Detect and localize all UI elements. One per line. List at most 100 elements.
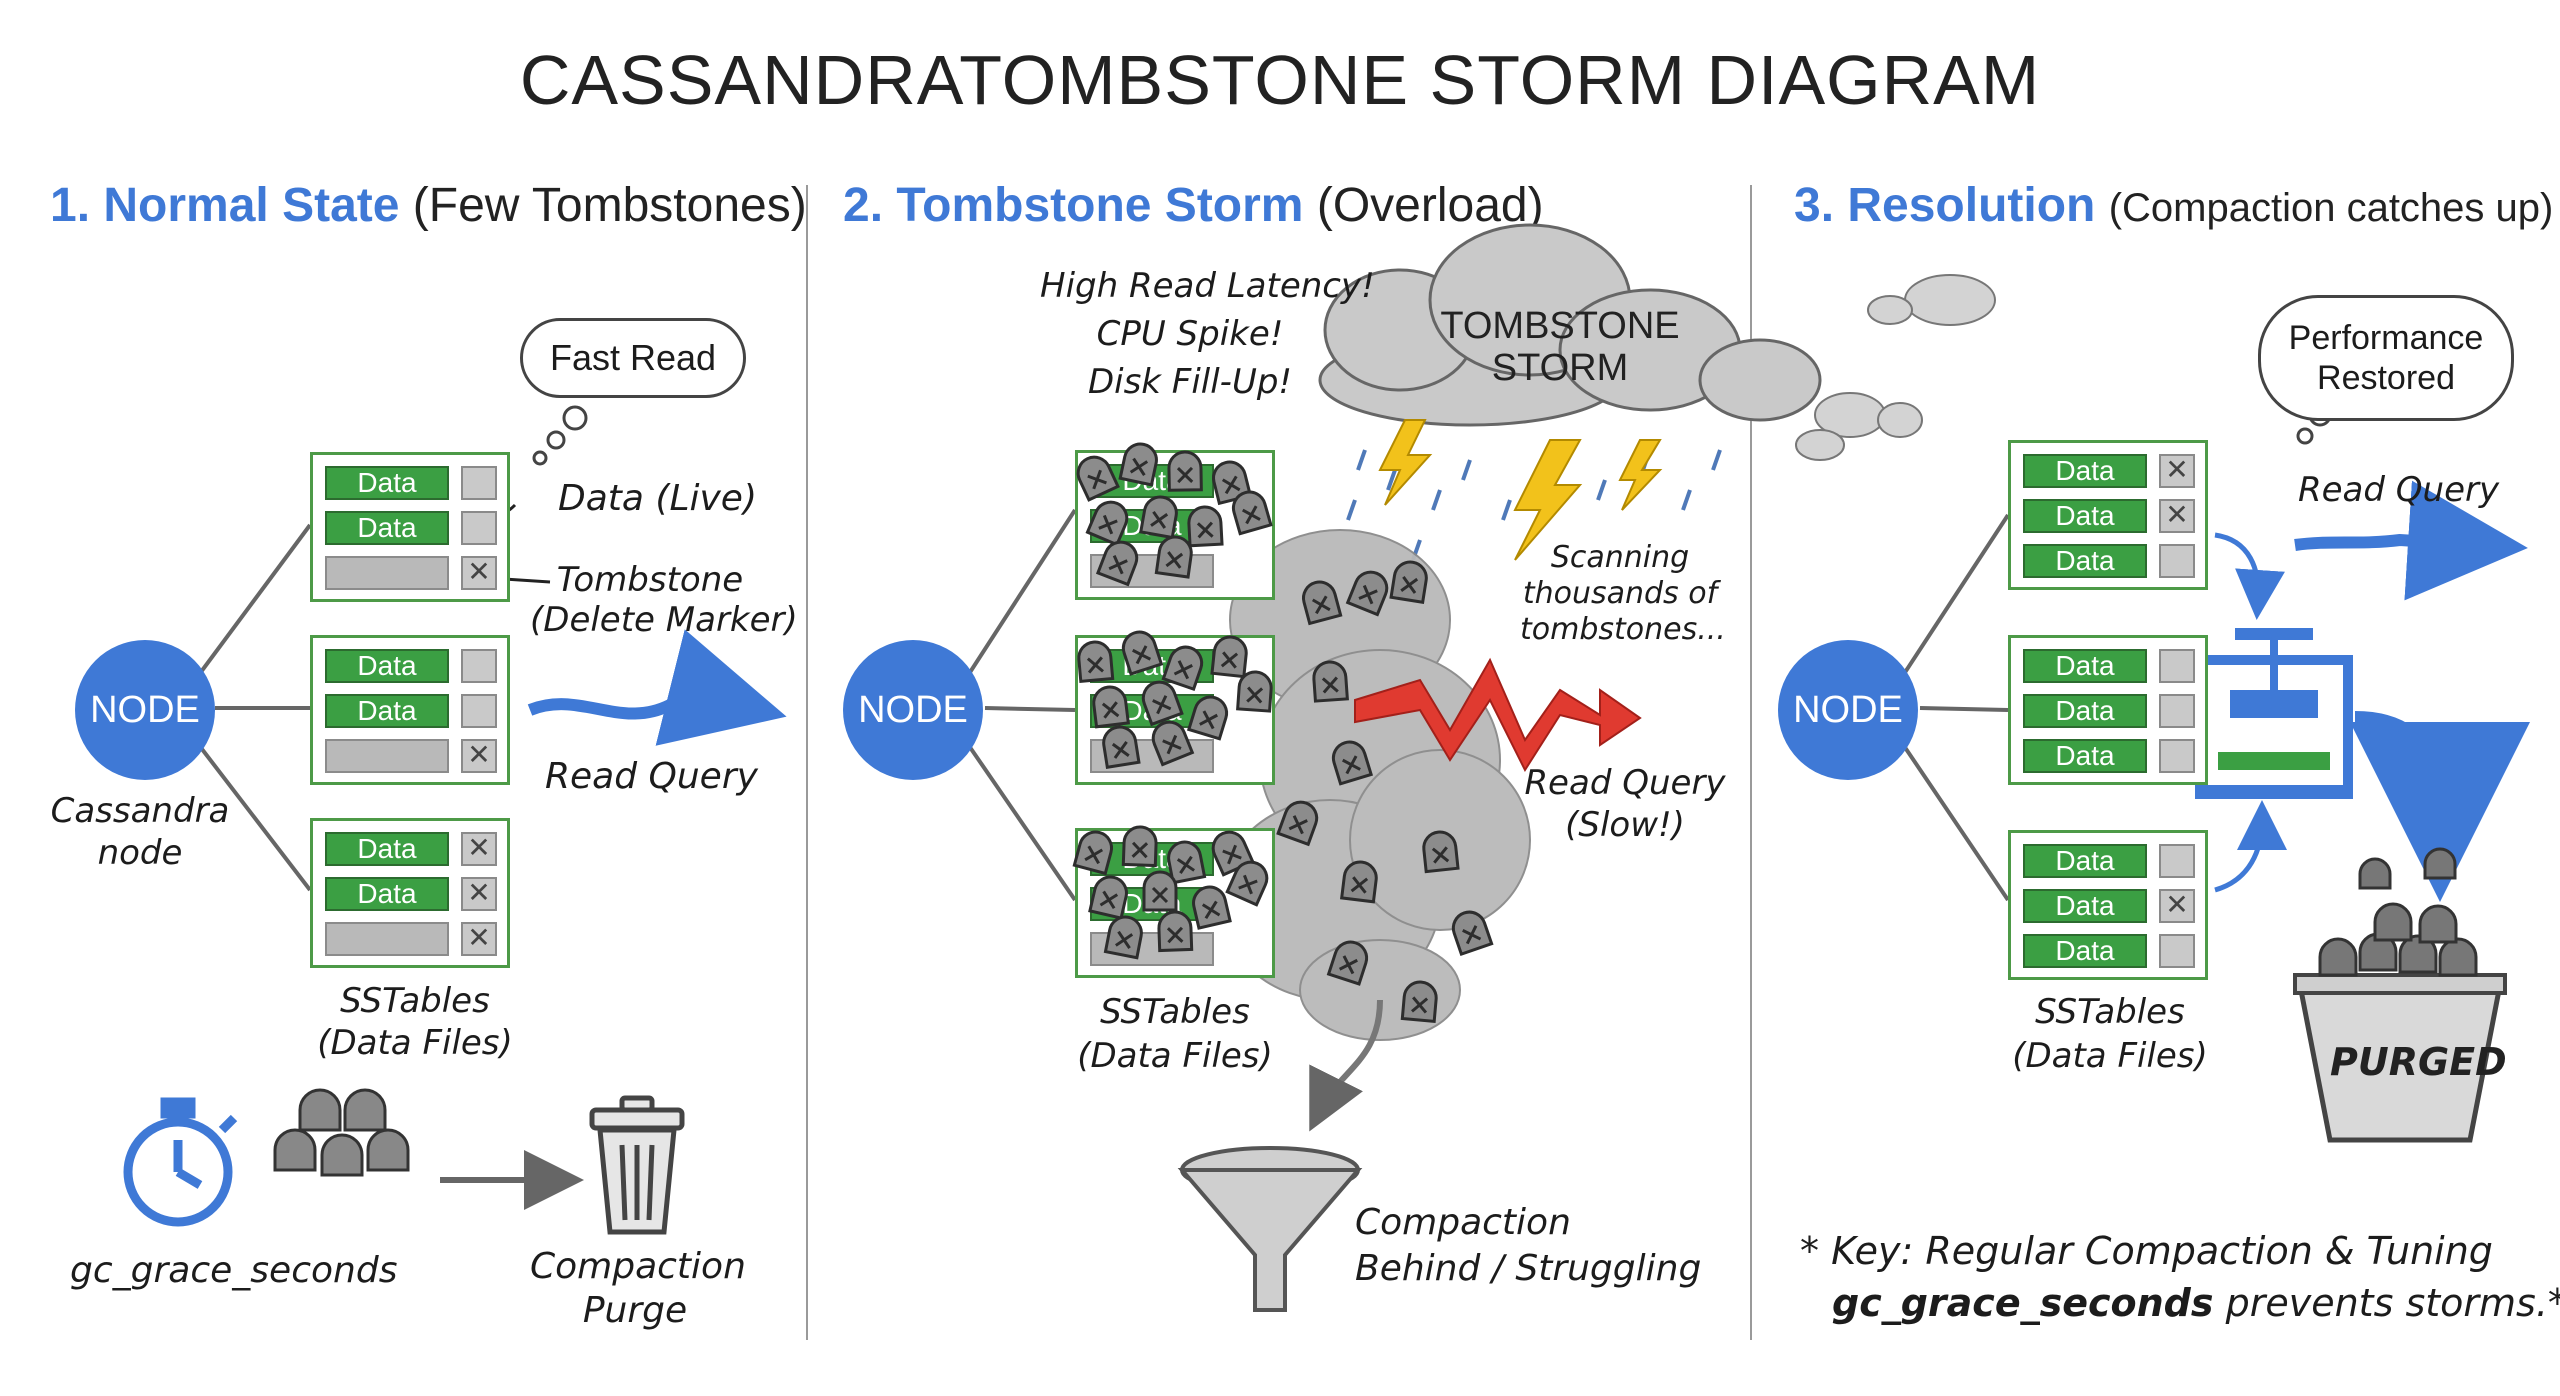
stopwatch-icon (123, 1097, 238, 1227)
row-status-box (2159, 544, 2195, 578)
tombstone-icon (1312, 660, 1349, 703)
compaction-press-icon (2195, 628, 2353, 799)
scanning-line3: tombstones... (1520, 612, 1726, 647)
tombstone-x-icon: ✕ (2159, 889, 2195, 923)
tombstone-icon (1139, 495, 1178, 540)
row-status-box (2159, 934, 2195, 968)
storm-cloud-line1: TOMBSTONE (1440, 305, 1680, 347)
tombstone-icon (1141, 680, 1184, 727)
tombstone-x-icon: ✕ (461, 739, 497, 773)
node-label: NODE (90, 688, 200, 731)
sstables-caption-resolved: SSTables (Data Files) (1995, 990, 2225, 1078)
tombstone-icon (1118, 442, 1158, 487)
tombstone-icon (1085, 500, 1129, 547)
slow-read-line2: (Slow!) (1565, 805, 1685, 845)
alert-cpu-spike: CPU Spike! (1096, 314, 1284, 354)
funnel-flow-arrow (1309, 999, 1383, 1132)
tombstone-icon (1167, 840, 1207, 885)
compaction-purge-line2: Purge (582, 1290, 688, 1331)
node-label: NODE (1793, 688, 1903, 731)
tombstone-x-icon: ✕ (461, 922, 497, 956)
key-note-bold: gc_grace_seconds (1832, 1281, 2214, 1325)
tombstone-icon (1340, 860, 1378, 904)
data-row: Data (325, 877, 449, 911)
tombstone-icon (1331, 740, 1374, 786)
small-clouds (1795, 274, 1996, 461)
sstables-caption-storm: SSTables (Data Files) (1060, 990, 1290, 1078)
cassandra-node: NODE (75, 640, 215, 780)
data-row: Data (2023, 454, 2147, 488)
section-3-subtitle: (Compaction catches up) (2108, 186, 2554, 230)
tombstone-icon (1161, 645, 1204, 692)
panel3-connectors (1898, 513, 2010, 902)
section-1-subtitle: (Few Tombstones) (412, 179, 807, 232)
data-row: Data (2023, 739, 2147, 773)
tombstone-icon (1154, 535, 1193, 579)
data-row: Data (325, 832, 449, 866)
tombstone-icon (1186, 695, 1229, 741)
sstable-3: Data✕ Data✕ ✕ (310, 818, 510, 968)
data-live-label: Data (Live) (558, 478, 758, 519)
data-row: Data (325, 649, 449, 683)
sstable-resolved-3: Data Data✕ Data (2008, 830, 2208, 980)
row-status-box (2159, 649, 2195, 683)
section-2-heading: 2. Tombstone Storm (Overload) (843, 178, 1544, 233)
section-divider-1 (806, 185, 808, 1340)
tombstone-icon (1236, 670, 1273, 713)
purged-label: PURGED (2330, 1040, 2507, 1084)
gc-grace-label: gc_grace_seconds (70, 1250, 398, 1291)
alert-disk-fill: Disk Fill-Up! (1087, 362, 1293, 402)
tombstone-x-icon: ✕ (461, 832, 497, 866)
storm-alerts: High Read Latency! CPU Spike! Disk Fill-… (1040, 262, 1375, 406)
tombstone-icon (1400, 980, 1438, 1023)
panel1-thought-dots (532, 405, 588, 466)
row-status-box (2159, 739, 2195, 773)
panel2-connectors (963, 508, 1077, 902)
compaction-behind-line1: Compaction (1355, 1202, 1571, 1243)
tombstone-x-icon: ✕ (2159, 499, 2195, 533)
scanning-line2: thousands of (1522, 576, 1718, 611)
section-1-heading: 1. Normal State (Few Tombstones) (50, 178, 807, 233)
tombstone-icon (1225, 860, 1269, 907)
performance-line2: Restored (2317, 359, 2455, 397)
tombstone-x-icon: ✕ (2159, 454, 2195, 488)
tombstone-icon (1210, 635, 1248, 679)
row-status-box (2159, 844, 2195, 878)
tombstone-icon (1095, 540, 1139, 587)
tombstone-icon (1451, 910, 1494, 957)
tombstone-label: Tombstone (Delete Marker) (530, 560, 798, 640)
key-note: * Key: Regular Compaction & Tuning gc_gr… (1800, 1225, 2560, 1329)
compaction-behind-line2: Behind / Struggling (1355, 1248, 1702, 1289)
sstables-storm-line1: SSTables (1100, 992, 1250, 1032)
data-row: Data (2023, 499, 2147, 533)
data-row: Data (2023, 694, 2147, 728)
tombstone-icon (1088, 875, 1128, 920)
sstables-resolved-line2: (Data Files) (2012, 1036, 2208, 1076)
data-row: Data (325, 466, 449, 500)
sstables-storm-line2: (Data Files) (1077, 1036, 1273, 1076)
tombstone-x-icon: ✕ (461, 556, 497, 590)
section-divider-2 (1750, 185, 1752, 1340)
tombstone-icon (1076, 455, 1120, 502)
read-query-label: Read Query (545, 756, 758, 797)
storm-cloud (1318, 223, 1822, 427)
lightning-bolts (1378, 419, 1663, 561)
fast-read-text: Fast Read (549, 337, 717, 378)
scanning-label: Scanning thousands of tombstones... (1520, 540, 1726, 648)
node-caption-line2: node (97, 833, 183, 873)
cassandra-node-healthy: NODE (1778, 640, 1918, 780)
tombstone-icon (1232, 490, 1273, 536)
data-row: Data (2023, 649, 2147, 683)
sstables-resolved-line1: SSTables (2035, 992, 2185, 1032)
tombstone-icon (1167, 450, 1203, 492)
tombstone-label-line2: (Delete Marker) (530, 600, 798, 640)
section-3-title: 3. Resolution (1794, 179, 2096, 232)
key-note-line2: gc_grace_seconds prevents storms.* (1800, 1277, 2560, 1329)
scanning-line1: Scanning (1550, 540, 1690, 575)
performance-line1: Performance (2288, 319, 2484, 357)
tombstone-icon (1302, 580, 1343, 626)
tombstone-icon (1072, 830, 1113, 876)
tombstone-icon (1121, 630, 1164, 676)
slow-read-query-label: Read Query (Slow!) (1520, 762, 1730, 846)
